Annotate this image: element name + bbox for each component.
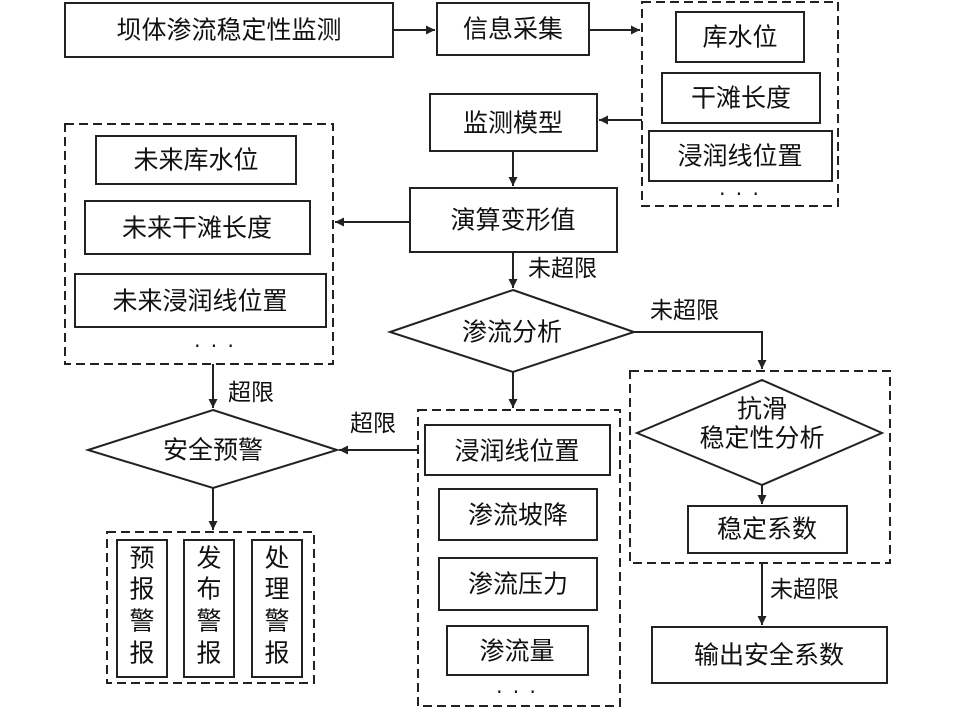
svg-text:预: 预 <box>129 544 154 573</box>
future-phreatic-node: 未来浸润线位置 <box>74 273 327 328</box>
anti-slide-decision: 抗滑 稳定性分析 <box>634 378 885 487</box>
edge-label-not-exceed-1: 未超限 <box>528 256 597 282</box>
future-phreatic-label: 未来浸润线位置 <box>112 287 287 316</box>
seep-amount-node: 渗流量 <box>446 625 589 676</box>
dam-monitoring-label: 坝体渗流稳定性监测 <box>116 16 341 45</box>
seepage-analysis-label: 渗流分析 <box>462 318 562 347</box>
safety-warning-label: 安全预警 <box>163 436 263 465</box>
arrow-seepage-to-antislide <box>634 331 767 369</box>
seep-phreatic-label: 浸润线位置 <box>454 437 579 466</box>
edge-label-exceed-1: 超限 <box>228 380 274 406</box>
svg-text:警: 警 <box>129 607 154 636</box>
deformation-calc-label: 演算变形值 <box>450 206 575 235</box>
info-collection-label: 信息采集 <box>463 15 563 44</box>
future-beach-node: 未来干滩长度 <box>84 200 311 255</box>
seep-phreatic-node: 浸润线位置 <box>424 424 611 476</box>
svg-text:报: 报 <box>129 639 154 668</box>
svg-text:发: 发 <box>196 544 221 573</box>
edge-label-exceed-2: 超限 <box>350 411 396 437</box>
dry-beach-node: 干滩长度 <box>661 72 821 124</box>
seepage-analysis-decision: 渗流分析 <box>386 288 638 374</box>
seep-pressure-node: 渗流压力 <box>438 557 598 611</box>
svg-text:报: 报 <box>264 639 289 668</box>
warning-actions-group <box>106 531 315 684</box>
output-safety-label: 输出安全系数 <box>694 641 844 670</box>
anti-slide-label-line1: 抗滑 <box>737 395 787 424</box>
ellipsis-future: · · · <box>194 334 236 358</box>
svg-text:警: 警 <box>264 607 289 636</box>
forecast-warning-node: 预 报 警 报 <box>116 539 168 678</box>
stability-coefficient-node: 稳定系数 <box>687 505 848 554</box>
svg-text:布: 布 <box>196 575 221 604</box>
anti-slide-group <box>629 370 891 564</box>
handle-warning-node: 处 理 警 报 <box>251 539 303 678</box>
seep-pressure-label: 渗流压力 <box>468 570 568 599</box>
stability-coefficient-label: 稳定系数 <box>717 515 817 544</box>
seep-gradient-node: 渗流坡降 <box>438 488 598 541</box>
ellipsis-collected: · · · <box>719 182 761 206</box>
monitoring-model-node: 监测模型 <box>429 93 598 152</box>
svg-text:报: 报 <box>196 639 221 668</box>
deformation-calc-node: 演算变形值 <box>409 187 618 253</box>
collected-info-group <box>641 1 839 207</box>
seep-amount-label: 渗流量 <box>479 637 554 666</box>
ellipsis-seepage: · · · <box>496 680 538 704</box>
monitoring-model-label: 监测模型 <box>463 109 563 138</box>
info-collection-node: 信息采集 <box>436 2 590 56</box>
phreatic-line-node: 浸润线位置 <box>648 130 833 182</box>
svg-text:报: 报 <box>129 575 154 604</box>
seepage-results-group <box>417 409 621 707</box>
safety-warning-decision: 安全预警 <box>84 408 341 490</box>
future-level-node: 未来库水位 <box>95 135 297 185</box>
seep-gradient-label: 渗流坡降 <box>468 501 568 530</box>
dam-monitoring-node: 坝体渗流稳定性监测 <box>64 2 394 58</box>
future-values-group <box>64 123 334 365</box>
edge-label-not-exceed-3: 未超限 <box>770 577 839 603</box>
svg-text:警: 警 <box>196 607 221 636</box>
future-level-label: 未来库水位 <box>133 146 258 175</box>
reservoir-level-node: 库水位 <box>675 11 805 63</box>
phreatic-line-label: 浸润线位置 <box>677 142 802 171</box>
output-safety-node: 输出安全系数 <box>651 626 888 684</box>
anti-slide-label-line2: 稳定性分析 <box>699 424 824 453</box>
reservoir-level-label: 库水位 <box>702 23 777 52</box>
edge-label-not-exceed-2: 未超限 <box>650 298 719 324</box>
svg-text:理: 理 <box>264 575 289 604</box>
dry-beach-label: 干滩长度 <box>691 84 791 113</box>
svg-text:处: 处 <box>264 544 289 573</box>
publish-warning-node: 发 布 警 报 <box>183 539 235 678</box>
future-beach-label: 未来干滩长度 <box>122 214 272 243</box>
